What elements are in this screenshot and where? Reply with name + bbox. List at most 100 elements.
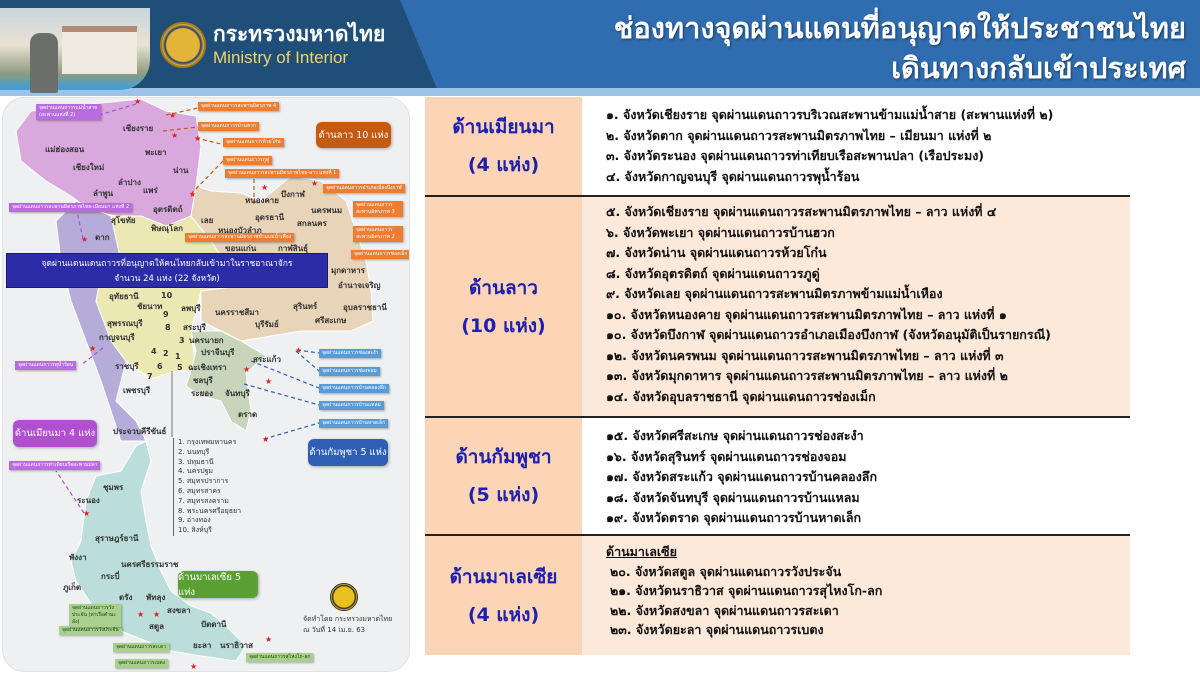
province-label: สุโขทัย	[111, 216, 136, 225]
map-banner: จุดผ่านแดนแดนถาวรที่อนุญาตให้คนไทยกลับเข…	[6, 253, 328, 288]
list-item: ๒๓. จังหวัดยะลา จุดผ่านแดนถาวรเบตง	[610, 622, 824, 637]
province-number: 8	[165, 323, 171, 332]
province-label: กาฬสินธุ์	[278, 244, 309, 253]
province-number: 5	[177, 363, 183, 372]
title-line-1: ช่องทางจุดผ่านแดนที่อนุญาตให้ประชาชนไทย	[613, 11, 1186, 45]
callout-laos: จุดผ่านแดนถาวรสะพานมิตรภาพ 4	[198, 102, 280, 111]
province-number: 4	[151, 347, 157, 356]
callout-lines	[55, 103, 320, 514]
province-label: พังงา	[69, 553, 87, 562]
list-item: ๑๐. จังหวัดหนองคาย จุดผ่านแดนถาวรสะพานมิ…	[606, 306, 1007, 322]
callout-laos: จุดผ่านแดนถาวรห้วยโก๋น	[223, 138, 284, 147]
list-item: ๕. จังหวัดเชียงราย จุดผ่านแดนถาวรสะพานมิ…	[606, 204, 997, 219]
province-label: บุรีรัมย์	[255, 320, 279, 329]
callout-laos: จุดผ่านแดนถาวรช่องเม็ก	[351, 250, 409, 259]
list-item: ๑๓. จังหวัดมุกดาหาร จุดผ่านแดนถาวรสะพานม…	[606, 368, 1008, 383]
callout-cambodia: จุดผ่านแดนถาวรบ้านคลองลึก	[319, 384, 389, 393]
checkpoint-star-icon: ★	[89, 344, 97, 353]
checkpoint-star-icon: ★	[194, 134, 202, 143]
list-item: ๑๙. จังหวัดตราด จุดผ่านแดนถาวรบ้านหาดเล็…	[606, 510, 862, 525]
province-label: ราชบุรี	[115, 362, 139, 371]
checkpoint-star-icon: ★	[311, 179, 319, 188]
list-item: ๒๑. จังหวัดนราธิวาส จุดผ่านแดนถาวรสุไหงโ…	[610, 583, 883, 598]
province-label: อุทัยธานี	[109, 292, 139, 301]
legend-item: 1. กรุงเทพมหานคร	[178, 438, 237, 446]
province-label: เพชรบุรี	[123, 386, 151, 395]
list-item: ๑๒. จังหวัดนครพนม จุดผ่านแดนถาวรสะพานมิต…	[606, 347, 1004, 363]
province-label: เชียงราย	[123, 124, 154, 133]
row-count: (4 แห่ง)	[467, 603, 540, 626]
checkpoint-star-icon: ★	[190, 662, 198, 671]
list-item: ๙. จังหวัดเลย จุดผ่านแดนถาวรสะพานมิตรภาพ…	[606, 286, 943, 301]
province-label: นครพนม	[311, 206, 343, 215]
province-label: ชัยนาท	[137, 302, 163, 311]
province-label: สงขลา	[167, 606, 191, 615]
ministry-name-english: Ministry of Interior	[213, 48, 349, 67]
province-label: ลพบุรี	[181, 304, 201, 313]
legend-item: 3. ปทุมธานี	[178, 457, 214, 466]
province-label: ศรีสะเกษ	[315, 316, 347, 325]
row-count: (4 แห่ง)	[467, 154, 540, 176]
region-east	[185, 330, 267, 432]
province-label: ชลบุรี	[193, 376, 213, 385]
legend-item: 7. สมุทรสงคราม	[178, 496, 229, 505]
checkpoint-star-icon: ★	[171, 131, 179, 140]
checkpoint-star-icon: ★	[83, 509, 91, 518]
callout-laos: จุดผ่านแดนถาวรภูดู่	[223, 156, 273, 165]
credit-line-1: จัดทำโดย กระทรวงมหาดไทย	[303, 615, 393, 623]
banner-line-1: จุดผ่านแดนแดนถาวรที่อนุญาตให้คนไทยกลับเข…	[41, 259, 293, 269]
callout-laos: จุดผ่านแดนถาวรสะพานมิตรภาพ 3	[353, 201, 403, 217]
province-label: กระบี่	[101, 572, 120, 581]
callout-malaysia: จุดผ่านแดนถาวรสุไหงโก-ลก	[246, 653, 314, 662]
province-number: 10	[161, 291, 173, 300]
province-label: พัทลุง	[146, 593, 166, 602]
province-number: 3	[179, 336, 185, 345]
list-item: ๒. จังหวัดตาก จุดผ่านแดนถาวรสะพานมิตรภาพ…	[606, 127, 992, 143]
list-item: ๘. จังหวัดอุตรดิตถ์ จุดผ่านแดนถาวรภูดู่	[606, 265, 820, 281]
province-label: อุบลราชธานี	[343, 303, 387, 312]
page-title: ช่องทางจุดผ่านแดนที่อนุญาตให้ประชาชนไทย …	[614, 8, 1186, 88]
province-label: กาญจนบุรี	[99, 333, 135, 342]
thailand-border-map: เชียงราย แม่ฮ่องสอน เชียงใหม่ พะเยา น่าน…	[2, 97, 410, 672]
province-label: ประจวบคีรีขันธ์	[113, 427, 167, 436]
province-label: อุตรดิตถ์	[153, 205, 183, 214]
checkpoint-star-icon: ★	[265, 635, 273, 644]
callout-malaysia: จุดผ่านแดนถาวรสะเดา	[113, 643, 170, 652]
list-item: ๒๒. จังหวัดสงขลา จุดผ่านแดนถาวรสะเดา	[610, 602, 839, 618]
province-number: 7	[147, 372, 153, 381]
checkpoint-star-icon: ★	[189, 190, 197, 199]
province-label: ขอนแก่น	[225, 244, 257, 253]
callout-myanmar: จุดผ่านแดนถาวรพุน้ำร้อน	[15, 361, 77, 370]
province-number: 6	[157, 362, 163, 371]
checkpoint-list: ๑๕. จังหวัดศรีสะเกษ จุดผ่านแดนถาวรช่องสะ…	[582, 418, 1130, 534]
callout-myanmar: จุดผ่านแดนถาวรแม่น้ำสาย (สะพานแห่งที่ 2)	[36, 104, 101, 120]
legend-item: 6. สมุทรสาคร	[178, 486, 221, 495]
province-label: นครศรีธรรมราช	[121, 560, 179, 569]
region-label-malaysia: ด้านมาเลเซีย 5 แห่ง	[178, 571, 258, 598]
header-strip	[0, 88, 1200, 96]
province-label: พิษณุโลก	[151, 224, 184, 233]
province-label: สระแก้ว	[253, 355, 281, 364]
checkpoint-star-icon: ★	[243, 365, 251, 374]
legend-item: 8. พระนครศรีอยุธยา	[178, 506, 242, 515]
legend-item: 10. สิงห์บุรี	[178, 526, 212, 535]
list-item: ๒๐. จังหวัดสตูล จุดผ่านแดนถาวรวังประจัน	[610, 563, 842, 579]
province-label: บึงกาฬ	[281, 190, 305, 199]
region-label-cambodia: ด้านกัมพูชา 5 แห่ง	[308, 439, 388, 466]
list-subheading: ด้านมาเลเซีย	[606, 544, 677, 559]
province-label: เลย	[201, 216, 214, 225]
table-row-cambodia: ด้านกัมพูชา (5 แห่ง) ๑๕. จังหวัดศรีสะเกษ…	[425, 418, 1130, 536]
statue-image	[30, 33, 58, 93]
list-item: ๔. จังหวัดกาญจนบุรี จุดผ่านแดนถาวรพุน้ำร…	[606, 168, 860, 184]
row-label: ด้านมาเลเซีย	[449, 565, 558, 588]
list-item: ๑๐. จังหวัดบึงกาฬ จุดผ่านแดนถาวรอำเภอเมื…	[606, 327, 1051, 342]
province-label: หนองบัวลำภู	[218, 226, 262, 235]
province-number: 9	[163, 310, 169, 319]
province-label: ระยอง	[191, 389, 213, 398]
province-label: ชุมพร	[103, 483, 124, 492]
list-item: ๗. จังหวัดน่าน จุดผ่านแดนถาวรห้วยโก๋น	[606, 245, 827, 260]
province-label: ระนอง	[77, 496, 100, 505]
legend-item: 5. สมุทรปราการ	[178, 477, 229, 486]
province-label: มุกดาหาร	[331, 266, 365, 275]
province-number: 1	[175, 352, 181, 361]
